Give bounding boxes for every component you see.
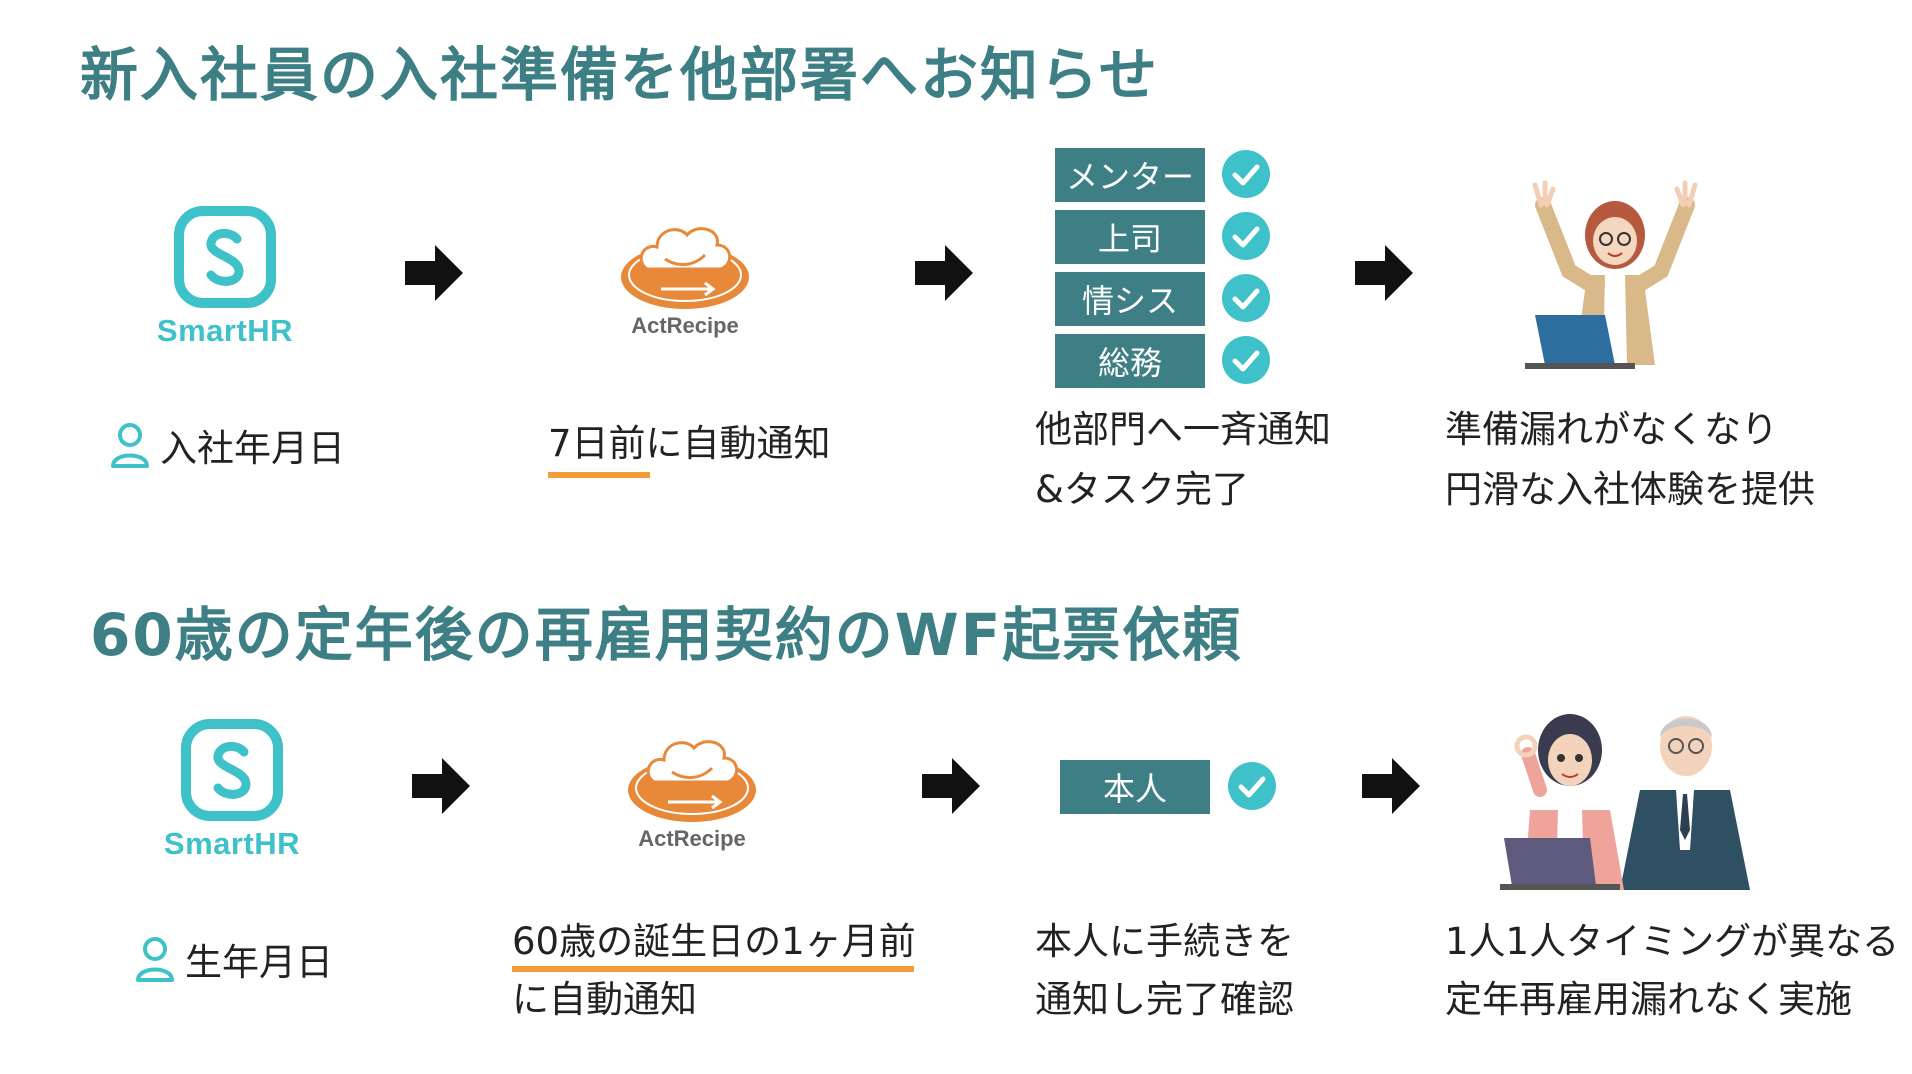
two-people-illustration [1500, 714, 1750, 890]
section1-title: 新入社員の入社準備を他部署へお知らせ [80, 41, 1159, 109]
actrecipe-logo-2: ActRecipe [612, 728, 772, 852]
check-circle-icon [1222, 336, 1270, 384]
action-line-1b: &タスク完了 [1035, 468, 1249, 511]
task-boss: 上司 [1055, 210, 1205, 264]
action-line-1a: 他部門へ一斉通知 [1035, 408, 1331, 451]
smarthr-logo-text: SmartHR [163, 826, 301, 861]
check-circle-icon [1228, 762, 1276, 810]
trigger-underline-2 [512, 966, 914, 972]
action-line-2b: 通知し完了確認 [1035, 978, 1294, 1021]
smarthr-logo-1: SmartHR [155, 205, 295, 349]
trigger-underline-1 [548, 472, 650, 478]
check-circle-icon [1222, 212, 1270, 260]
arrow-right-icon [405, 245, 463, 301]
result-line-2b: 定年再雇用漏れなく実施 [1445, 978, 1852, 1021]
task-self: 本人 [1060, 760, 1210, 814]
arrow-right-icon [1362, 758, 1420, 814]
arrow-right-icon [412, 758, 470, 814]
smarthr-logo-icon [181, 719, 283, 821]
trigger-text-1: 7日前に自動通知 [548, 422, 831, 465]
arrow-right-icon [1355, 245, 1413, 301]
smarthr-logo-2: SmartHR [162, 718, 302, 862]
actrecipe-logo-text: ActRecipe [638, 826, 746, 851]
smarthr-logo-text: SmartHR [156, 313, 294, 348]
person-icon [111, 423, 149, 468]
person-icon [136, 937, 174, 982]
cheering-woman-illustration [1525, 180, 1698, 369]
check-circle-icon [1222, 150, 1270, 198]
smarthr-logo-icon [174, 206, 276, 308]
arrow-right-icon [922, 758, 980, 814]
actrecipe-logo-icon [621, 227, 749, 309]
actrecipe-logo-icon [628, 740, 756, 822]
section2-title: 60歳の定年後の再雇用契約のWF起票依頼 [90, 601, 1243, 669]
result-line-1a: 準備漏れがなくなり [1445, 408, 1778, 451]
source-field-label: 生年月日 [185, 941, 333, 984]
actrecipe-logo-1: ActRecipe [605, 215, 765, 339]
action-line-2a: 本人に手続きを [1035, 920, 1294, 963]
trigger-line-2a: 60歳の誕生日の1ヶ月前 [512, 920, 916, 963]
task-mentor: メンター [1055, 148, 1205, 202]
source-field-birthdate-1: 入社年月日 [110, 418, 345, 472]
trigger-line-2b: に自動通知 [512, 978, 697, 1021]
arrow-right-icon [915, 245, 973, 301]
actrecipe-logo-text: ActRecipe [631, 313, 739, 338]
task-general-affairs: 総務 [1055, 334, 1205, 388]
result-line-1b: 円滑な入社体験を提供 [1445, 468, 1815, 511]
source-field-label: 入社年月日 [160, 427, 345, 470]
check-circle-icon [1222, 274, 1270, 322]
result-line-2a: 1人1人タイミングが異なる [1445, 920, 1900, 963]
source-field-birthdate-2: 生年月日 [135, 932, 333, 986]
task-it: 情シス [1055, 272, 1205, 326]
